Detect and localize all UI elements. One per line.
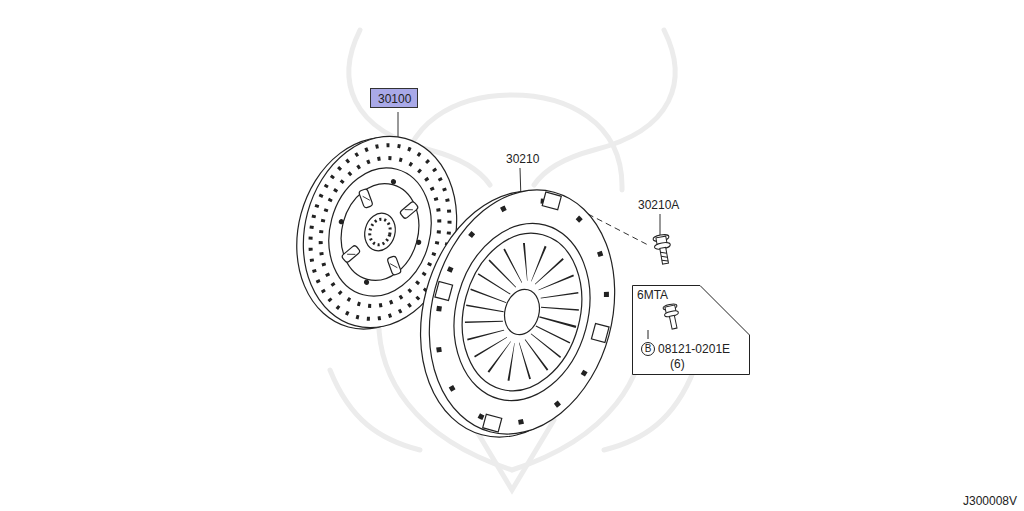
callout-number: 30210A [637,198,680,212]
leader-line [398,112,399,140]
damper-spring [399,201,419,219]
bolt [663,303,682,330]
drawing-id: J300008V [962,494,1018,508]
rivet [416,240,421,245]
rivet [339,219,344,224]
variant-code: 6MTA [637,288,668,302]
cover-strap [542,192,561,210]
cover-strap [591,323,609,342]
diaphragm-rim [445,220,598,405]
bolt [653,234,674,265]
callout-number: 30100 [370,88,418,108]
cover-strap [435,281,453,300]
damper-spring [387,256,402,276]
reference-circle: B [641,342,655,356]
bolt-holes [414,182,631,443]
circle-outline [642,343,655,356]
rivet [364,280,369,285]
spline-teeth [367,217,393,247]
node-text: 30100 [378,92,411,106]
damper-spring [341,245,361,263]
cover-flange [403,169,641,455]
cover-shell [435,208,609,416]
clutch-cover [394,167,641,460]
damper-spring [358,188,373,208]
leader-line [648,330,649,339]
leader-line [660,214,661,236]
spring-coils [347,196,413,267]
release-hole [500,285,545,338]
diaphragm-fingers [473,253,571,371]
quantity: (6) [670,357,685,371]
part-number: 08121-0201E [658,342,730,356]
cover-strap [483,414,502,432]
spline-hub [361,210,400,254]
hub-plate [331,175,430,289]
watermark-horn [534,30,675,185]
node-text: B [645,342,652,356]
callout-number: 30210 [505,152,540,166]
rivet [391,179,396,184]
variant-box: 6MTA 08121-0201E(6) B [632,285,750,375]
callout-outline [633,286,750,375]
disc-plate [315,156,445,307]
